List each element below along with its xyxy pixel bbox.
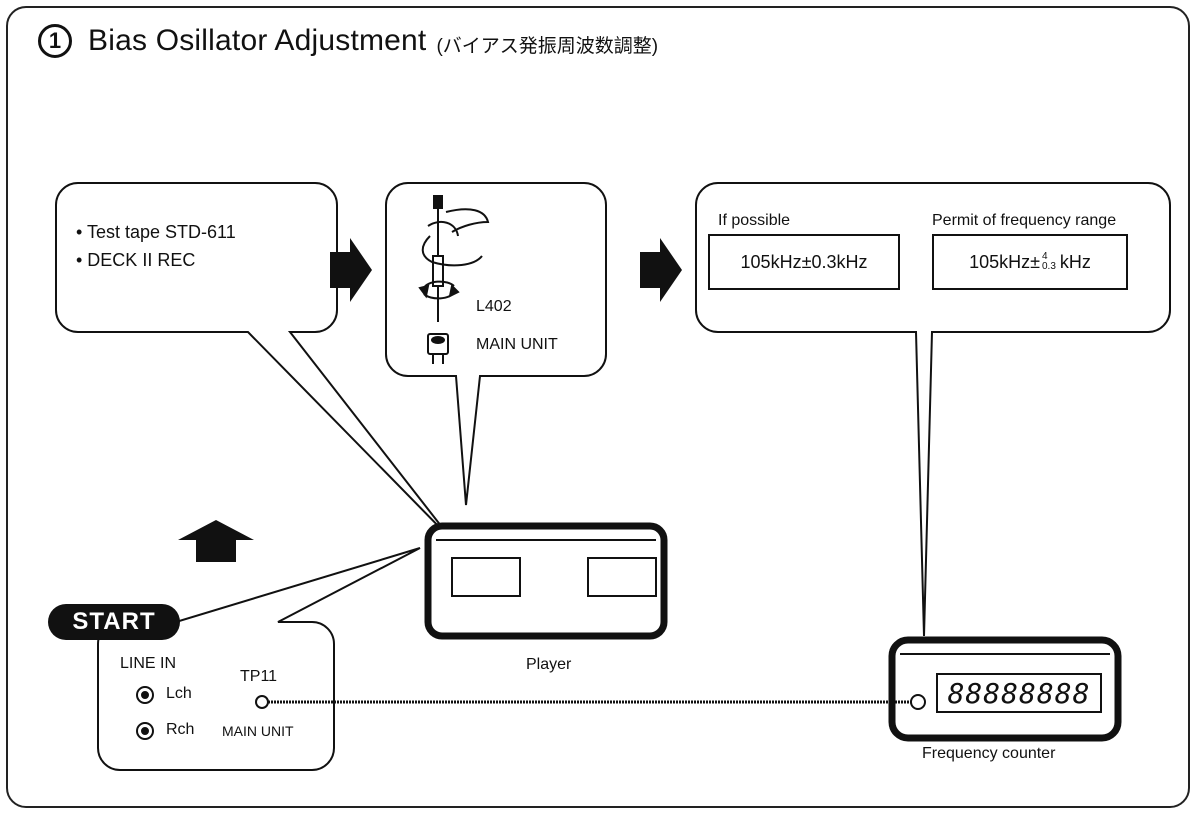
permit-range-label: Permit of frequency range xyxy=(932,212,1117,229)
lch-label: Lch xyxy=(166,685,192,702)
lch-jack-icon xyxy=(136,686,154,704)
arrow-right-icon-1 xyxy=(330,238,372,302)
player-label: Player xyxy=(526,656,572,673)
arrow-up-icon xyxy=(178,520,254,562)
condition-item-2: • DECK II REC xyxy=(76,250,196,270)
coil-label: L402 xyxy=(476,298,512,315)
permit-tolerance: 4 0.3 xyxy=(1042,252,1056,272)
if-possible-value: 105kHz±0.3kHz xyxy=(708,234,900,290)
player-device-icon xyxy=(424,522,668,640)
tp11-label: TP11 xyxy=(240,668,278,685)
screwdriver-hand-icon xyxy=(421,195,490,322)
rch-jack-icon xyxy=(136,722,154,740)
if-possible-label: If possible xyxy=(718,212,791,229)
start-location: MAIN UNIT xyxy=(222,723,294,739)
line-in-label: LINE IN xyxy=(120,655,177,672)
tp11-point-icon xyxy=(255,695,269,709)
adjustment-location: MAIN UNIT xyxy=(476,336,558,353)
conditions-callout xyxy=(55,182,453,541)
step-number: 1 xyxy=(38,24,72,58)
page-subtitle-japanese: (バイアス発振周波数調整) xyxy=(436,35,659,57)
page-title: Bias Osillator Adjustment xyxy=(88,24,427,57)
title-row: 1 Bias Osillator Adjustment (バイアス発振周波数調整… xyxy=(38,24,658,58)
permit-range-value: 105kHz± 4 0.3 kHz xyxy=(932,234,1128,290)
permit-tol-plus: 4 xyxy=(1042,251,1048,262)
permit-tol-minus: 0.3 xyxy=(1042,261,1056,272)
rotate-icon xyxy=(418,280,460,300)
condition-item-1: • Test tape STD-611 xyxy=(76,222,236,242)
arrow-right-icon-2 xyxy=(640,238,682,302)
diagram-frame xyxy=(6,6,1190,808)
permit-value-suffix: kHz xyxy=(1059,251,1091,272)
rch-label: Rch xyxy=(166,721,195,738)
counter-display: 88888888 xyxy=(936,673,1102,713)
frequency-callout xyxy=(695,182,1171,637)
frequency-counter-icon xyxy=(888,636,1122,742)
counter-label: Frequency counter xyxy=(922,745,1056,762)
permit-value-prefix: 105kHz± xyxy=(969,251,1040,272)
coil-component-icon xyxy=(427,333,449,364)
start-badge: START xyxy=(48,604,180,640)
